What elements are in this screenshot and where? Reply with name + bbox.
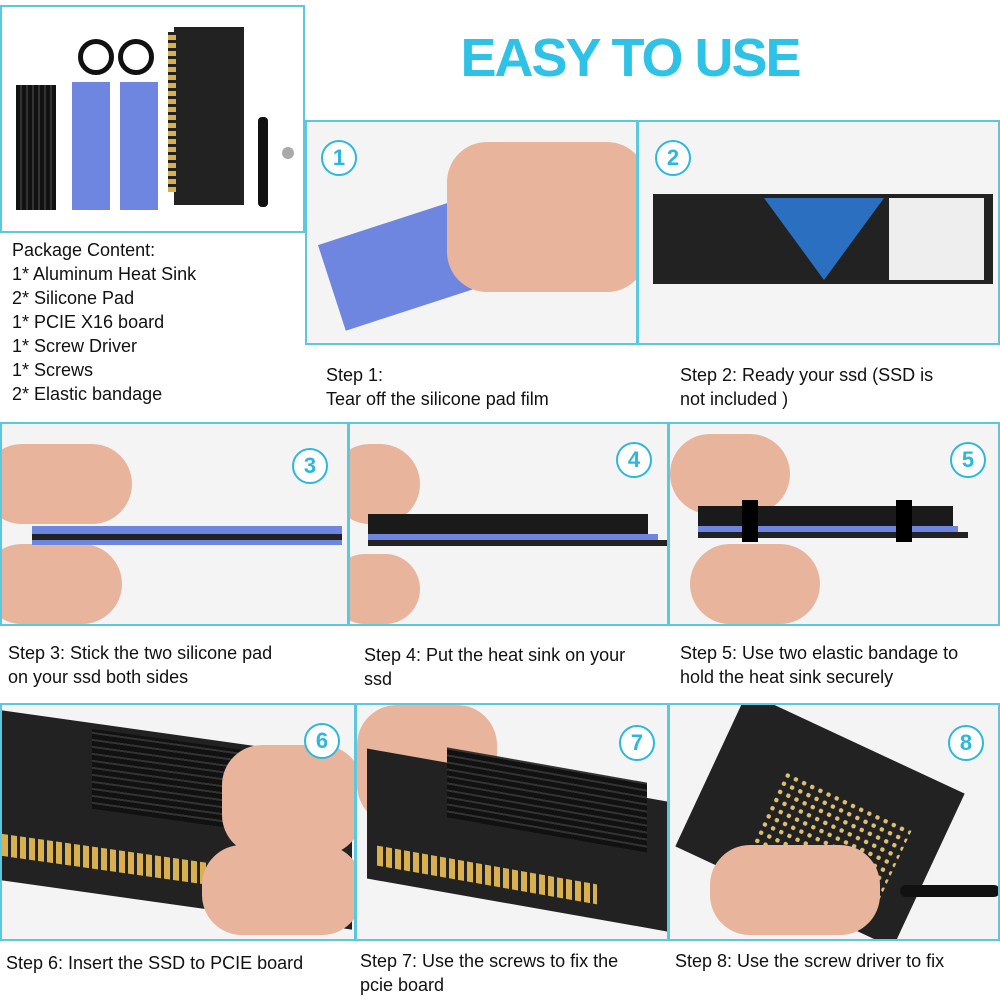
elastic-band-image: [896, 500, 912, 542]
step-8-photo: 8: [668, 703, 1000, 941]
package-item: 2* Elastic bandage: [12, 384, 163, 404]
hand-image: [2, 444, 132, 524]
pcie-contacts: [168, 32, 176, 192]
step-number-badge: 6: [304, 723, 340, 759]
package-item: 1* Screw Driver: [12, 336, 138, 356]
step-2-photo: 2: [637, 120, 1000, 345]
silicone-pad-image: [32, 526, 342, 534]
caption-line: Step 2: Ready your ssd (SSD is: [680, 365, 934, 385]
page-title: EASY TO USE: [460, 28, 801, 88]
step-number-badge: 8: [948, 725, 984, 761]
package-item: 2* Silicone Pad: [12, 288, 135, 308]
silicone-pad-image: [368, 534, 658, 540]
caption-line: Step 6: Insert the SSD to PCIE board: [6, 953, 304, 973]
elastic-band-image: [118, 39, 154, 75]
ssd-image: [32, 534, 342, 540]
package-heading: Package Content:: [12, 240, 156, 260]
caption-line: Step 1:: [326, 365, 384, 385]
hand-image: [2, 544, 122, 624]
caption-line: Step 5: Use two elastic bandage to: [680, 643, 959, 663]
elastic-band-image: [742, 500, 758, 542]
silicone-pad-image: [698, 526, 958, 532]
step-7-photo: 7: [355, 703, 669, 941]
ssd-image: [368, 540, 667, 546]
pcie-board-image: [174, 27, 244, 205]
step-3-caption: Step 3: Stick the two silicone pad on you…: [8, 641, 346, 689]
step-number-badge: 1: [321, 140, 357, 176]
package-content: Package Content: 1* Aluminum Heat Sink 2…: [12, 238, 196, 406]
caption-line: Step 7: Use the screws to fix the: [360, 951, 619, 971]
hand-image: [350, 444, 420, 524]
step-2-caption: Step 2: Ready your ssd (SSD is not includ…: [680, 363, 995, 411]
package-item: 1* Aluminum Heat Sink: [12, 264, 197, 284]
step-5-caption: Step 5: Use two elastic bandage to hold t…: [680, 641, 998, 689]
caption-line: Step 3: Stick the two silicone pad: [8, 643, 273, 663]
step-number-badge: 3: [292, 448, 328, 484]
step-1-photo: 1: [305, 120, 638, 345]
hand-image: [202, 845, 354, 935]
step-number-badge: 5: [950, 442, 986, 478]
step-6-caption: Step 6: Insert the SSD to PCIE board: [6, 951, 352, 975]
step-7-caption: Step 7: Use the screws to fix the pcie bo…: [360, 949, 668, 997]
step-1-caption: Step 1: Tear off the silicone pad film: [326, 363, 626, 411]
silicone-pad-image: [120, 82, 158, 210]
silicone-pad-image: [32, 540, 342, 545]
caption-line: on your ssd both sides: [8, 667, 189, 687]
step-number-badge: 4: [616, 442, 652, 478]
step-4-photo: 4: [348, 422, 669, 626]
step-number-badge: 2: [655, 140, 691, 176]
hand-image: [350, 554, 420, 624]
elastic-band-image: [78, 39, 114, 75]
step-8-caption: Step 8: Use the screw driver to fix: [675, 949, 997, 973]
package-item: 1* PCIE X16 board: [12, 312, 165, 332]
heat-sink-image: [16, 85, 56, 210]
hand-image: [222, 745, 354, 855]
package-photo: [0, 5, 305, 233]
step-5-photo: 5: [668, 422, 1000, 626]
screw-image: [282, 147, 294, 159]
package-item: 1* Screws: [12, 360, 94, 380]
step-6-photo: 6: [0, 703, 356, 941]
caption-line: Tear off the silicone pad film: [326, 389, 549, 409]
step-3-photo: 3: [0, 422, 349, 626]
hand-image: [690, 544, 820, 624]
hand-image: [670, 434, 790, 514]
ssd-label: [889, 198, 984, 280]
step-4-caption: Step 4: Put the heat sink on your ssd: [364, 643, 670, 691]
screwdriver-image: [900, 885, 998, 897]
caption-line: ssd: [364, 669, 393, 689]
heat-sink-image: [368, 514, 648, 534]
hand-image: [447, 142, 636, 292]
heat-sink-image: [698, 506, 953, 526]
caption-line: Step 4: Put the heat sink on your: [364, 645, 626, 665]
caption-line: pcie board: [360, 975, 445, 995]
hand-image: [710, 845, 880, 935]
ssd-image: [698, 532, 968, 538]
caption-line: hold the heat sink securely: [680, 667, 894, 687]
silicone-pad-image: [72, 82, 110, 210]
caption-line: Step 8: Use the screw driver to fix: [675, 951, 945, 971]
caption-line: not included ): [680, 389, 789, 409]
screwdriver-image: [258, 117, 268, 207]
step-number-badge: 7: [619, 725, 655, 761]
